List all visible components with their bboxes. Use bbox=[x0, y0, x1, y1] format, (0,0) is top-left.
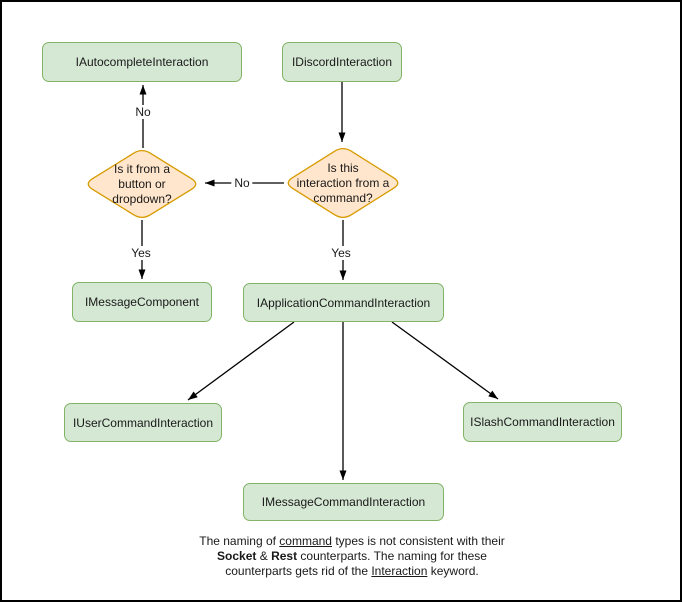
note-line-3: counterparts gets rid of the Interaction… bbox=[225, 564, 479, 578]
node-iautocomplete-interaction: IAutocompleteInteraction bbox=[42, 42, 242, 82]
edge-to-user-command bbox=[187, 321, 295, 401]
node-idiscord-interaction: IDiscordInteraction bbox=[282, 42, 402, 82]
node-iapplication-command-interaction: IApplicationCommandInteraction bbox=[243, 283, 444, 322]
edge-to-slash-command bbox=[391, 321, 499, 400]
edge-label-yes-left: Yes bbox=[128, 246, 154, 260]
note-line-1: The naming of command types is not consi… bbox=[199, 534, 505, 548]
node-islash-command-interaction: ISlashCommandInteraction bbox=[463, 402, 622, 442]
decision-from-command-shape bbox=[287, 148, 399, 218]
decision-from-button-dropdown-shape bbox=[87, 150, 197, 218]
decision-from-button-dropdown-label: Is it from a button or dropdown? bbox=[112, 161, 172, 206]
node-iuser-command-interaction: IUserCommandInteraction bbox=[64, 403, 222, 442]
node-imessage-command-interaction: IMessageCommandInteraction bbox=[243, 483, 444, 521]
edge-label-no-up: No bbox=[132, 105, 154, 119]
note-line-2: Socket & Rest counterparts. The naming f… bbox=[217, 549, 487, 563]
edge-label-yes-right: Yes bbox=[328, 246, 354, 260]
note-text: The naming of command types is not consi… bbox=[152, 534, 552, 579]
decision-from-command-label: Is this interaction from a command? bbox=[296, 160, 390, 205]
node-imessage-component: IMessageComponent bbox=[72, 282, 212, 322]
edge-label-no-left: No bbox=[231, 176, 253, 190]
